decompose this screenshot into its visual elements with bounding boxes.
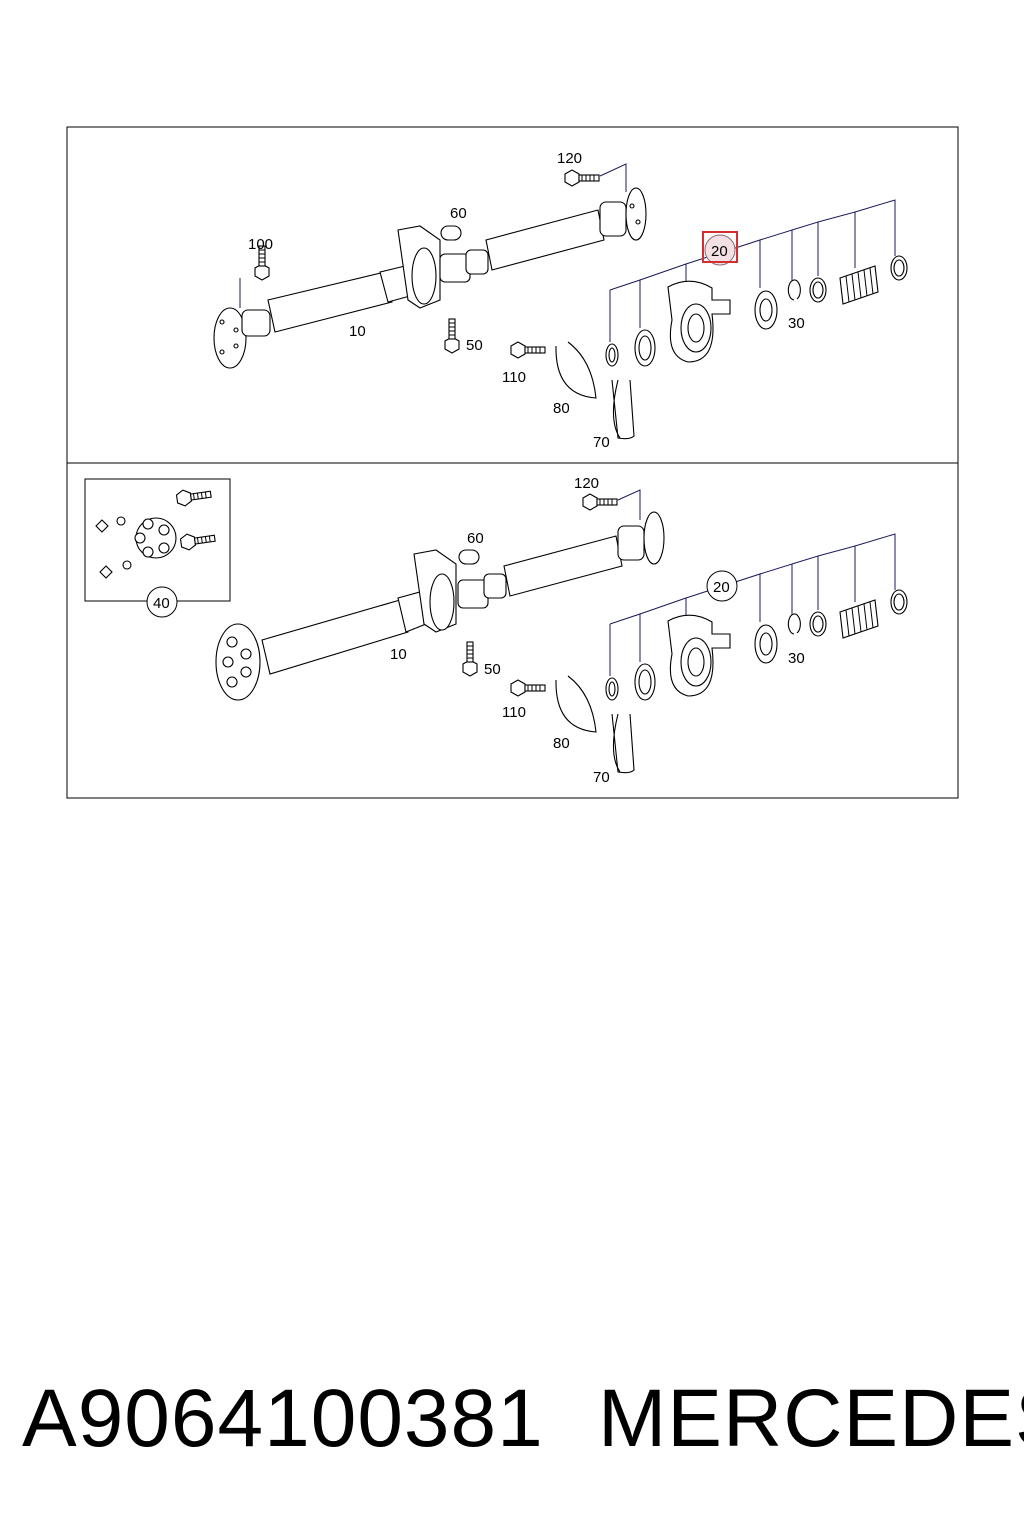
top-propeller-shaft — [213, 187, 647, 369]
bottom-bushing-60 — [458, 549, 480, 565]
bottom-bolt-50 — [462, 641, 478, 677]
top-label-30: 30 — [788, 315, 805, 332]
bottom-label-60: 60 — [467, 530, 484, 547]
bottom-label-70: 70 — [593, 769, 610, 786]
top-label-50: 50 — [466, 337, 483, 354]
bottom-label-120: 120 — [574, 475, 599, 492]
top-bolt-110 — [510, 341, 546, 359]
top-label-10: 10 — [349, 323, 366, 340]
top-label-110: 110 — [502, 369, 526, 386]
top-label-70: 70 — [593, 434, 610, 451]
bottom-label-10: 10 — [390, 646, 407, 663]
top-bolt-50 — [444, 318, 460, 354]
bottom-label-80: 80 — [553, 735, 570, 752]
top-bolt-120 — [564, 169, 600, 187]
top-label-80: 80 — [553, 400, 570, 417]
bottom-propeller-shaft — [215, 511, 665, 701]
bottom-label-40: 40 — [153, 595, 170, 612]
callout-40[interactable] — [146, 586, 178, 618]
top-label-60: 60 — [450, 205, 467, 222]
bottom-panel-frame — [66, 462, 959, 799]
flex-disc-kit-inset: 40 — [84, 478, 231, 618]
bottom-bolt-120 — [582, 493, 618, 511]
top-label-100: 100 — [248, 236, 273, 253]
top-callout-20-highlighted[interactable]: 20 — [702, 231, 738, 266]
top-panel: 120 60 100 10 50 30 110 80 70 20 — [66, 126, 959, 464]
highlight-box — [702, 231, 738, 263]
bottom-callout-20[interactable]: 20 — [706, 570, 738, 602]
bottom-panel: 40 120 — [66, 462, 959, 799]
bottom-bolt-110 — [510, 679, 546, 697]
top-bushing-60 — [440, 225, 462, 241]
footer-brand: MERCEDES — [598, 1373, 1024, 1464]
footer-part-number: A9064100381 — [22, 1373, 544, 1464]
bottom-label-110: 110 — [502, 704, 526, 721]
bottom-label-30: 30 — [788, 650, 805, 667]
bottom-label-50: 50 — [484, 661, 501, 678]
bottom-callout-20-label: 20 — [713, 579, 730, 596]
top-callout-20-label: 20 — [711, 243, 728, 260]
top-label-120: 120 — [557, 150, 582, 167]
